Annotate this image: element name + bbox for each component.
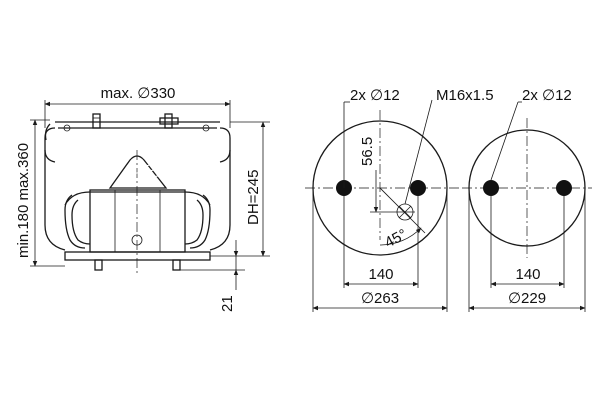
angle-label: 45° [382,226,410,252]
top-view-large: 56.5 45° 2x ∅12 M16x1.5 140 ∅263 [305,87,494,312]
hole-spacing-label: 140 [515,266,540,283]
mounting-hole-right [556,180,572,196]
hole-label: 2x ∅12 [350,87,400,104]
top-plate [44,121,231,163]
piston [64,150,211,275]
design-height-label: DH=245 [245,170,262,225]
diameter-label: ∅229 [508,290,546,307]
bellow [44,150,231,251]
dim-design-height: DH=245 [210,121,270,257]
mounting-hole-right [410,180,426,196]
bump-stop [108,155,168,189]
max-diameter-label: max. ∅330 [101,85,176,102]
diameter-label: ∅263 [361,290,399,307]
top-view-small: 2x ∅12 140 ∅229 [462,87,592,312]
air-spring-side-view: max. ∅330 min.180 max.360 DH=245 21 [15,85,270,312]
bottom-offset-label: 21 [219,295,236,312]
height-range-label: min.180 max.360 [15,143,32,258]
mounting-hole-left [483,180,499,196]
hole-spacing-label: 140 [368,266,393,283]
hole-label: 2x ∅12 [522,87,572,104]
top-studs [92,113,179,129]
thread-label: M16x1.5 [436,87,494,104]
offset-label: 56.5 [359,137,376,166]
dim-max-diameter: max. ∅330 [44,85,231,128]
bottom-studs [94,259,181,271]
dim-bottom-offset: 21 [180,240,245,312]
dim-height-range: min.180 max.360 [15,119,65,267]
